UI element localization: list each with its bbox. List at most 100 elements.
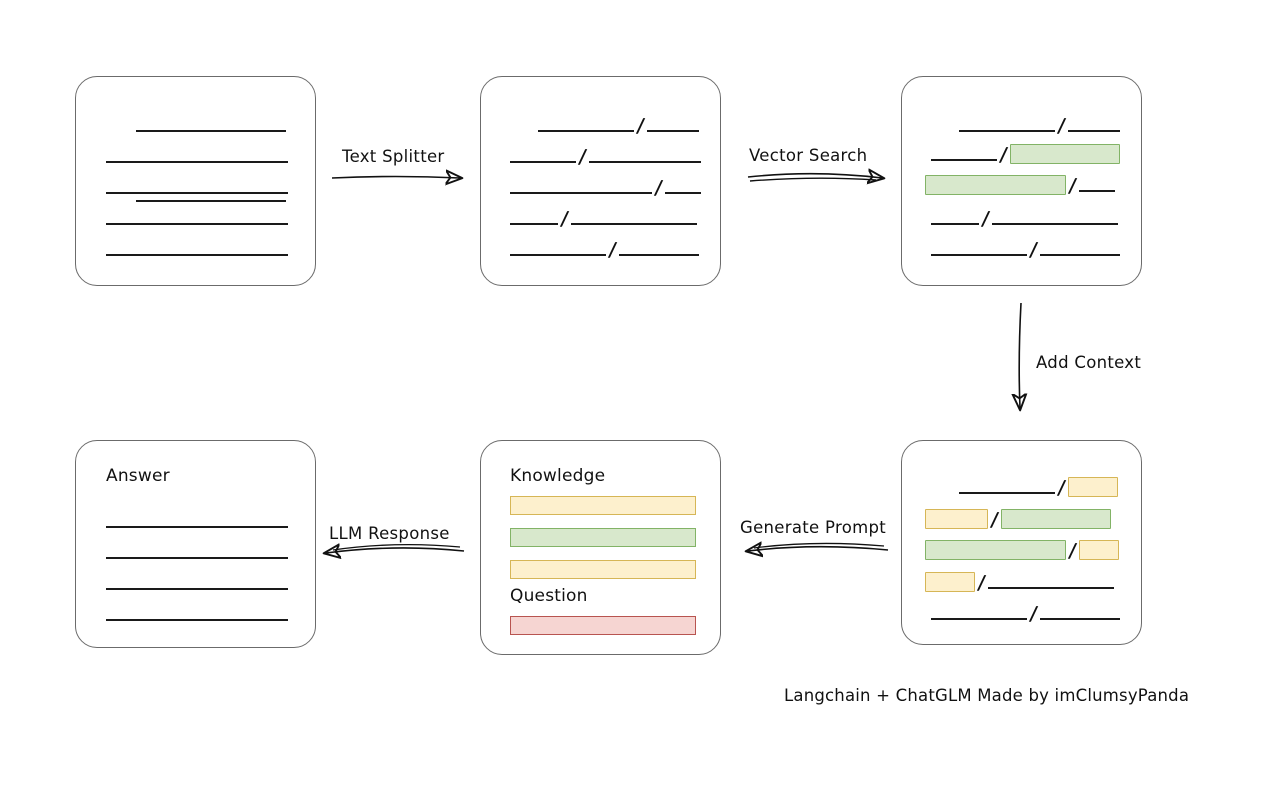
text-line-segment: [510, 161, 576, 163]
context-chunk-highlight: [925, 572, 975, 592]
matched-chunk-highlight: [925, 175, 1066, 195]
text-line-segment: [106, 619, 288, 621]
text-line-segment: [931, 159, 997, 161]
question-heading: Question: [510, 586, 588, 606]
split-slash: /: [1067, 540, 1078, 562]
split-slash: /: [577, 146, 588, 168]
doc-line-row: [136, 185, 286, 203]
text-line-segment: [106, 526, 288, 528]
split-slash: /: [1056, 115, 1067, 137]
footer-attribution: Langchain + ChatGLM Made by imClumsyPand…: [784, 686, 1190, 705]
doc-line-row: /: [931, 144, 1120, 166]
node-matched-document[interactable]: / / / / /: [901, 76, 1142, 286]
text-line-segment: [106, 192, 288, 194]
text-line-segment: [1039, 618, 1120, 620]
context-chunk-highlight: [1078, 540, 1119, 560]
context-document-lines: / / / / /: [902, 441, 1141, 644]
arrow-vector-search: [747, 174, 882, 181]
split-slash: /: [1028, 239, 1039, 261]
knowledge-heading: Knowledge: [510, 466, 606, 486]
text-line-segment: [646, 130, 699, 132]
answer-heading: Answer: [106, 466, 170, 486]
doc-line-row: /: [925, 540, 1119, 562]
doc-line-row: [106, 146, 288, 164]
doc-line-row: /: [510, 239, 699, 261]
doc-line-row: [136, 115, 286, 133]
doc-line-row: [106, 239, 288, 257]
split-slash: /: [989, 509, 1000, 531]
matched-chunk-highlight: [925, 540, 1066, 560]
knowledge-bar: [510, 528, 696, 547]
text-line-segment: [136, 200, 286, 202]
text-line-segment: [570, 223, 697, 225]
text-line-segment: [931, 254, 1027, 256]
split-slash: /: [998, 144, 1009, 166]
split-slash: /: [1056, 477, 1067, 499]
knowledge-bar: [510, 496, 696, 515]
split-slash: /: [559, 208, 570, 230]
doc-line-row: /: [510, 177, 701, 199]
split-slash: /: [635, 115, 646, 137]
text-line-segment: [618, 254, 699, 256]
doc-line-row: [106, 208, 288, 226]
doc-line-row: /: [510, 146, 701, 168]
text-line-segment: [106, 254, 288, 256]
doc-line-row: [106, 177, 288, 195]
split-slash: /: [980, 208, 991, 230]
node-answer-box[interactable]: Answer: [75, 440, 316, 648]
edge-label-llm-response: LLM Response: [329, 524, 450, 543]
knowledge-bar: [510, 560, 696, 579]
arrow-generate-prompt: [748, 543, 889, 551]
text-line-segment: [106, 588, 288, 590]
doc-line-row: /: [931, 239, 1120, 261]
doc-line-row: /: [925, 509, 1111, 531]
text-line-segment: [991, 223, 1118, 225]
source-document-lines: [76, 77, 315, 285]
arrow-add-context: [1019, 302, 1021, 408]
question-bar: [510, 616, 696, 635]
answer-lines: [76, 441, 315, 647]
edge-label-add-context: Add Context: [1036, 353, 1142, 372]
context-chunk-highlight: [925, 509, 988, 529]
split-slash: /: [976, 572, 987, 594]
edge-label-vector-search: Vector Search: [749, 146, 868, 165]
text-line-segment: [510, 192, 652, 194]
matched-chunk-highlight: [1009, 144, 1120, 164]
split-slash: /: [653, 177, 664, 199]
matched-chunk-highlight: [1000, 509, 1111, 529]
doc-line-row: /: [510, 208, 697, 230]
context-chunk-highlight: [1067, 477, 1118, 497]
text-line-segment: [959, 492, 1055, 494]
text-line-segment: [931, 223, 979, 225]
text-line-segment: [510, 223, 558, 225]
node-prompt-box[interactable]: Knowledge Question: [480, 440, 721, 655]
text-line-segment: [664, 192, 701, 194]
matched-document-lines: / / / / /: [902, 77, 1141, 285]
doc-line-row: /: [931, 603, 1120, 625]
text-line-segment: [538, 130, 634, 132]
doc-line-row: [106, 604, 288, 622]
split-document-lines: / / / / /: [481, 77, 720, 285]
doc-line-row: [106, 542, 288, 560]
doc-line-row: /: [959, 115, 1120, 137]
node-source-document[interactable]: [75, 76, 316, 286]
node-split-document[interactable]: / / / / /: [480, 76, 721, 286]
edge-label-text-splitter: Text Splitter: [342, 147, 445, 166]
split-slash: /: [607, 239, 618, 261]
text-line-segment: [510, 254, 606, 256]
node-context-document[interactable]: / / / / /: [901, 440, 1142, 645]
text-line-segment: [987, 587, 1114, 589]
arrow-text-splitter: [331, 177, 460, 179]
text-line-segment: [106, 223, 288, 225]
text-line-segment: [106, 161, 288, 163]
doc-line-row: /: [925, 572, 1114, 594]
split-slash: /: [1067, 175, 1078, 197]
text-line-segment: [136, 130, 286, 132]
text-line-segment: [106, 557, 288, 559]
text-line-segment: [1039, 254, 1120, 256]
doc-line-row: /: [959, 477, 1118, 499]
arrow-llm-response: [326, 545, 465, 553]
split-slash: /: [1028, 603, 1039, 625]
text-line-segment: [931, 618, 1027, 620]
